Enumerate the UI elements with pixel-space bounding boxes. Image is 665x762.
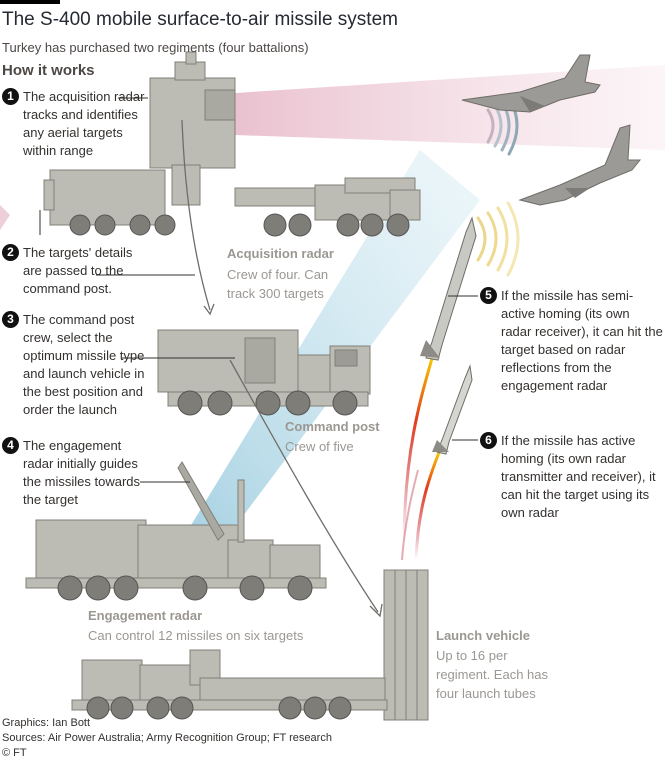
step-4-text: The engagement radar initially guides th… [23, 438, 141, 507]
launch-vehicle-label: Launch vehicle [436, 628, 530, 643]
sources-credit: Sources: Air Power Australia; Army Recog… [2, 732, 332, 744]
section-heading: How it works [2, 62, 95, 79]
acquisition-beam [205, 65, 665, 150]
command-post-desc: Crew of five [285, 439, 354, 454]
footer: Graphics: Ian Bott Sources: Air Power Au… [2, 716, 332, 761]
acquisition-radar-vehicle [43, 51, 421, 226]
step-5-badge: 5 [480, 287, 497, 304]
step-2-text: The targets' details are passed to the c… [23, 245, 133, 296]
acquisition-radar-label: Acquisition radar [227, 246, 334, 261]
leader-lines [39, 97, 478, 483]
command-post-label: Command post [285, 419, 380, 434]
step-1-badge: 1 [2, 88, 19, 105]
engagement-radar-vehicle [25, 461, 327, 589]
engagement-beam [185, 150, 480, 540]
launch-vehicle-wheels [86, 696, 352, 720]
step-4-badge: 4 [2, 437, 19, 454]
acquisition-radar-desc: Crew of four. Can track 300 targets [227, 267, 329, 301]
launch-vehicle [71, 569, 429, 721]
aircraft-1 [461, 54, 601, 113]
aircraft-2 [518, 124, 642, 206]
copyright: © FT [2, 747, 27, 759]
missile-large [420, 216, 477, 361]
acquisition-radar-wheels [69, 213, 410, 237]
step-6-text: If the missile has active homing (its ow… [501, 433, 656, 520]
missile-trail-1 [402, 354, 435, 541]
page-title: The S-400 mobile surface-to-air missile … [2, 9, 398, 30]
step-3-badge: 3 [2, 311, 19, 328]
engagement-radar-label: Engagement radar [88, 608, 203, 623]
step-6-badge: 6 [480, 432, 497, 449]
data-flow-arrows [181, 119, 383, 618]
launch-vehicle-desc: Up to 16 per regiment. Each has four lau… [436, 648, 549, 701]
step-1-text: The acquisition radar tracks and identif… [23, 89, 145, 158]
step-5-text: If the missile has semi-active homing (i… [501, 288, 663, 393]
graphics-credit: Graphics: Ian Bott [2, 717, 91, 729]
missile-small [432, 364, 473, 455]
step-2-badge: 2 [2, 244, 19, 261]
engagement-radar-desc: Can control 12 missiles on six targets [88, 628, 304, 643]
acquisition-beam-back [0, 205, 10, 230]
engagement-radar-wheels [57, 575, 313, 601]
step-3-text: The command post crew, select the optimu… [23, 312, 145, 417]
missile-trail-2 [414, 449, 442, 561]
top-rule [0, 0, 60, 4]
page-subtitle: Turkey has purchased two regiments (four… [2, 40, 309, 55]
command-post-wheels [177, 390, 358, 416]
command-post-vehicle [157, 329, 371, 407]
